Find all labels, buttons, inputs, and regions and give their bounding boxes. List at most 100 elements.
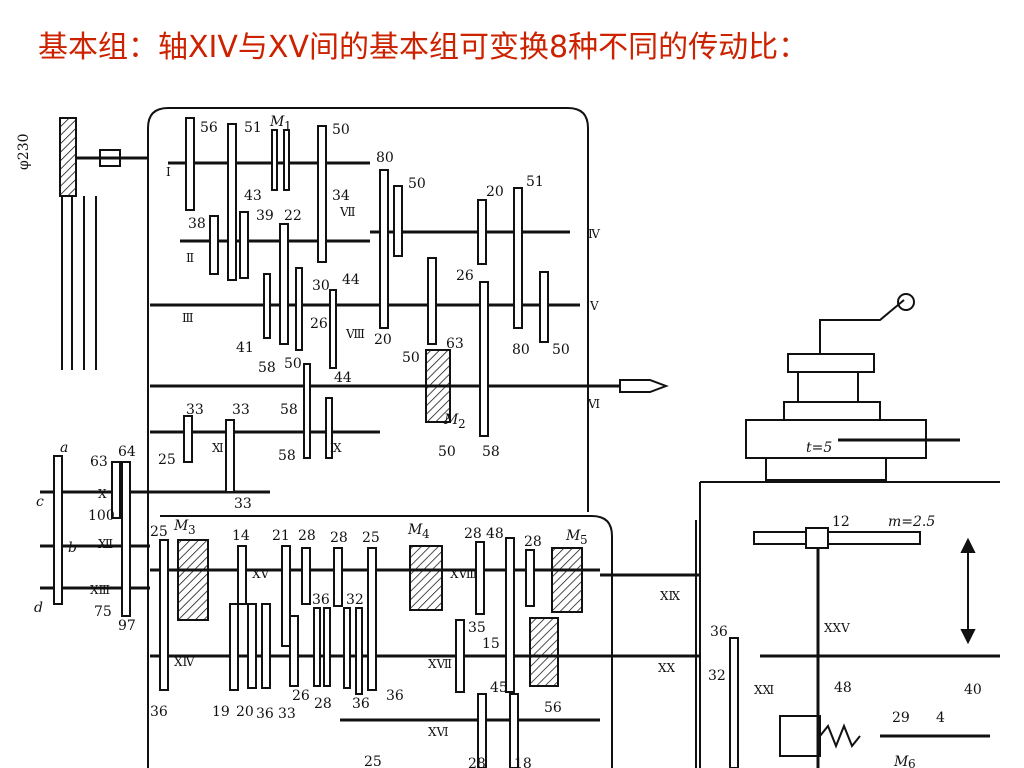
gear-label: 30 <box>312 278 330 294</box>
gear-label: 50 <box>438 444 456 460</box>
gear-label: 4 <box>936 710 945 726</box>
gear-label: 50 <box>408 176 426 192</box>
shaft-label-IX: Ⅸ <box>330 441 342 455</box>
slide-title: 基本组：轴XIV与XV间的基本组可变换8种不同的传动比： <box>38 30 809 65</box>
shaft-label-XIX: ⅩⅨ <box>660 589 681 603</box>
clutch-label-M6: M <box>893 754 909 768</box>
change-gear-a: a <box>60 440 68 456</box>
gear-label: 58 <box>280 402 298 418</box>
shaft-label-XV: ⅩⅤ <box>252 567 270 581</box>
gear-label: 41 <box>236 340 254 356</box>
gear-label: 33 <box>186 402 204 418</box>
gear-label: 20 <box>486 184 504 200</box>
gear-label: 56 <box>544 700 562 716</box>
gear-label: 33 <box>232 402 250 418</box>
shaft-label-I: Ⅰ <box>166 165 171 179</box>
gear-label: 64 <box>118 444 136 460</box>
gear-label: 21 <box>272 528 290 544</box>
gear-label: 44 <box>334 370 352 386</box>
shaft-label-XI: Ⅺ <box>212 441 224 455</box>
shaft-label-XVI: ⅩⅥ <box>428 725 449 739</box>
gear-label: 29 <box>892 710 910 726</box>
gear-label: 32 <box>346 592 364 608</box>
gear-label: 38 <box>188 216 206 232</box>
tool-post <box>745 293 960 481</box>
gear-label: 51 <box>244 120 262 136</box>
change-gear-labels: a b c d <box>34 440 77 616</box>
clutches <box>177 349 583 687</box>
gear-label: 19 <box>212 704 230 720</box>
gear-label: 50 <box>332 122 350 138</box>
gear-label: 33 <box>278 706 296 722</box>
shaft-label-XXV: ⅩⅩⅤ <box>824 621 850 635</box>
change-gear-c: c <box>36 494 44 510</box>
gear-label: 36 <box>150 704 168 720</box>
clutch-label-M3: M <box>173 518 189 534</box>
shaft-label-XII: Ⅻ <box>98 537 113 551</box>
gear-label: 75 <box>94 604 112 620</box>
gear-label: 50 <box>552 342 570 358</box>
gear-label: 26 <box>310 316 328 332</box>
shaft-label-IV: Ⅳ <box>588 227 601 241</box>
clutch-sub-M3: 3 <box>188 523 196 537</box>
gear-label: 15 <box>482 636 500 652</box>
pulley-diameter-label: φ230 <box>16 133 32 170</box>
shaft-label-V: Ⅴ <box>589 299 599 313</box>
gear-label: 14 <box>232 528 250 544</box>
shaft-label-II: Ⅱ <box>186 251 194 265</box>
gear-label: 25 <box>364 754 382 768</box>
clutch-label-M1: M <box>269 114 285 130</box>
spindle-tip <box>619 379 669 393</box>
shaft-label-III: Ⅲ <box>182 311 194 325</box>
gear-label: 34 <box>332 188 350 204</box>
gear-label: 51 <box>526 174 544 190</box>
clutch-sub-M1: 1 <box>284 119 292 133</box>
gear-label: 28 <box>330 530 348 546</box>
clutch-label-M2: M <box>443 412 459 428</box>
clutch-sub-M6: 6 <box>908 757 916 768</box>
gear-label: 58 <box>278 448 296 464</box>
gear-label: 58 <box>482 444 500 460</box>
gear-label: 48 <box>834 680 852 696</box>
clutch-sub-M2: 2 <box>458 417 466 431</box>
input-pulley <box>59 117 148 370</box>
rack <box>753 527 921 768</box>
gear-label: 32 <box>708 668 726 684</box>
gear-label: 80 <box>376 150 394 166</box>
shaft-label-XIII: ⅩⅢ <box>90 583 110 597</box>
shaft-label-XVIII: ⅩⅧ <box>450 567 478 581</box>
gear-label: 33 <box>234 496 252 512</box>
gear-label: 28 <box>524 534 542 550</box>
gear-label: 35 <box>468 620 486 636</box>
gear-label: 36 <box>386 688 404 704</box>
clutch-label-M5: M <box>565 528 581 544</box>
change-gear-d: d <box>34 600 43 616</box>
shaft-labels: Ⅰ Ⅱ Ⅲ Ⅳ Ⅴ Ⅵ Ⅶ Ⅷ Ⅸ Ⅹ Ⅺ Ⅻ ⅩⅢ ⅩⅣ ⅩⅤ ⅩⅥ ⅩⅦ Ⅹ… <box>90 165 850 739</box>
gear-label: 25 <box>150 524 168 540</box>
gear-label: 36 <box>352 696 370 712</box>
shaft-label-VI: Ⅵ <box>587 397 600 411</box>
gear-label: 36 <box>312 592 330 608</box>
shaft-label-XXI: ⅩⅪ <box>754 683 774 697</box>
shaft-label-VII: Ⅶ <box>339 205 356 219</box>
gear-label: 56 <box>200 120 218 136</box>
gear-label: 80 <box>512 342 530 358</box>
gears <box>53 117 739 768</box>
gear-label: 12 <box>832 514 850 530</box>
clutch-labels: M 1 M 2 M 3 M 4 M 5 M 6 <box>173 114 916 768</box>
gear-label: 28 <box>468 756 486 768</box>
clutch-label-M4: M <box>407 522 423 538</box>
gear-label: 26 <box>292 688 310 704</box>
gear-label: 22 <box>284 208 302 224</box>
gear-label: 25 <box>362 530 380 546</box>
gear-label: 36 <box>710 624 728 640</box>
gear-label: 26 <box>456 268 474 284</box>
gear-label: 28 <box>298 528 316 544</box>
gear-label: 44 <box>342 272 360 288</box>
gear-label: 45 <box>490 680 508 696</box>
clutch-sub-M5: 5 <box>580 533 588 547</box>
gear-label: 25 <box>158 452 176 468</box>
housing-outlines <box>147 107 1000 768</box>
feed-clutch-assembly <box>779 715 990 757</box>
